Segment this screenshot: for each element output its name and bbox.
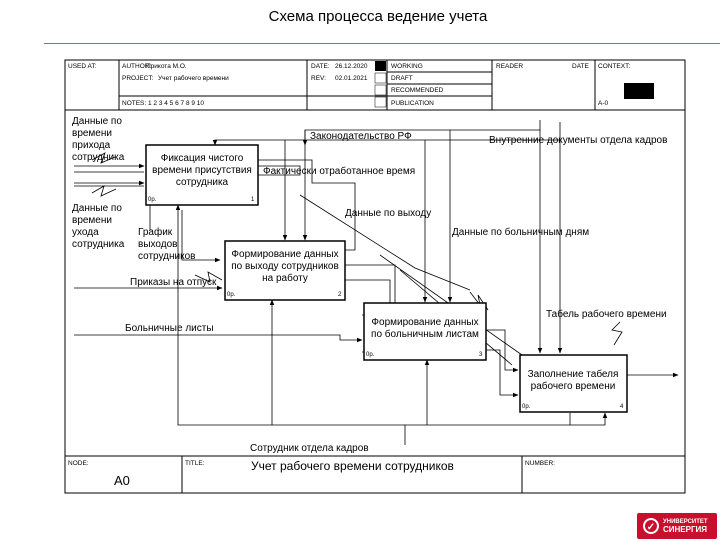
context-thumbnail — [624, 83, 654, 99]
page-title: Схема процесса ведение учета — [268, 8, 488, 25]
arrow-schedule — [181, 210, 221, 263]
footer-texts: NODE: A0 TITLE: Учет рабочего времени со… — [68, 459, 555, 488]
rev-label: REV: — [311, 75, 326, 82]
box2-cost: 0р. — [227, 292, 236, 298]
arrow-b1-out — [258, 159, 356, 251]
label-attendance-data: Данные по выходу — [345, 208, 431, 219]
box-meta: 0р. 1 0р. 2 0р. 3 0р. 4 — [148, 197, 624, 410]
activity-box-4[interactable] — [519, 354, 628, 413]
synergy-logo-icon: ✓ — [643, 518, 659, 534]
draft-label: DRAFT — [391, 75, 413, 82]
label-timesheet: Табель рабочего времени — [546, 308, 667, 320]
idef0-diagram: USED AT: AUTHOR: Прикота М.О. PROJECT: У… — [64, 59, 686, 494]
recommended-label: RECOMMENDED — [391, 87, 444, 94]
label-hr-employee: Сотрудник отдела кадров — [250, 443, 369, 454]
date-value: 26.12.2020 — [335, 63, 368, 70]
label-sick-data: Данные по больничным дням — [452, 226, 589, 238]
author-label: AUTHOR: — [122, 63, 151, 70]
arrows — [74, 120, 679, 445]
arrow-sick-sheets — [74, 334, 363, 343]
label-sick-sheets: Больничные листы — [125, 323, 214, 334]
date-label: DATE: — [311, 63, 330, 70]
logo-line2: СИНЕРГИЯ — [663, 525, 708, 534]
node-value: A0 — [114, 473, 130, 488]
node-label: NODE: — [68, 460, 89, 467]
working-label: WORKING — [391, 63, 423, 70]
title-label: TITLE: — [185, 460, 205, 467]
box4-cost: 0р. — [522, 404, 531, 410]
publication-label: PUBLICATION — [391, 100, 434, 107]
working-check — [375, 61, 386, 71]
frame — [64, 59, 686, 494]
publication-check — [374, 96, 387, 108]
box3-cost: 0р. — [366, 352, 375, 358]
recommended-check — [374, 84, 387, 96]
arrow-attendance-data — [299, 194, 471, 291]
number-label: NUMBER: — [525, 460, 555, 467]
used-at-label: USED AT: — [68, 63, 97, 70]
activity-box-3[interactable] — [363, 302, 487, 361]
notes-label: NOTES: 1 2 3 4 5 6 7 8 9 10 — [122, 100, 204, 107]
arrow-hr-b4 — [404, 412, 608, 445]
arrow-b3-out-2 — [486, 349, 519, 398]
activity-box-2[interactable] — [224, 240, 346, 301]
rev-value: 02.01.2021 — [335, 75, 368, 82]
reader-label: READER — [496, 63, 523, 70]
box3-num: 3 — [479, 352, 483, 358]
frame-border — [64, 59, 686, 494]
project-label: PROJECT: — [122, 75, 154, 82]
status-checkboxes — [374, 61, 387, 108]
activity-boxes — [145, 144, 628, 413]
title-underline — [44, 43, 720, 44]
arrow-internal — [212, 122, 561, 146]
node-ref: A-0 — [598, 100, 609, 107]
label-orders: Приказы на отпуск — [130, 277, 217, 288]
context-label: CONTEXT: — [598, 63, 630, 70]
draft-check — [374, 72, 387, 84]
university-logo: ✓ УНИВЕРСИТЕТ СИНЕРГИЯ — [637, 513, 717, 539]
label-law: Законодательство РФ — [310, 131, 412, 142]
project-value: Учет рабочего времени — [158, 74, 229, 82]
box2-num: 2 — [338, 292, 342, 298]
arrow-b3-out — [486, 329, 519, 373]
box1-num: 1 — [251, 197, 255, 203]
activity-box-1[interactable] — [145, 144, 259, 206]
label-actual-time: Фактически отработанное время — [263, 165, 415, 177]
arrow-hr-b1 — [175, 204, 405, 426]
box1-cost: 0р. — [148, 197, 157, 203]
label-internal-docs: Внутренние документы отдела кадров — [489, 135, 667, 146]
box4-num: 4 — [620, 404, 624, 410]
diagram-title: Учет рабочего времени сотрудников — [251, 459, 454, 473]
logo-line1: УНИВЕРСИТЕТ — [663, 519, 708, 525]
reader-date-label: DATE — [572, 63, 590, 70]
header-texts: USED AT: AUTHOR: Прикота М.О. PROJECT: У… — [68, 63, 630, 107]
author-value: Прикота М.О. — [146, 63, 187, 70]
